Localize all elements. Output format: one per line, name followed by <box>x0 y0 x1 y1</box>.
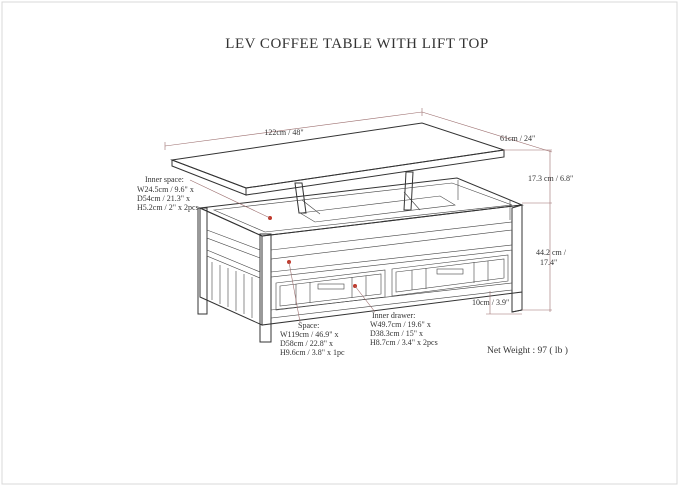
side-slats <box>211 262 253 318</box>
inner-space-heading: Inner space: <box>145 175 184 184</box>
inner-tray <box>299 195 456 223</box>
height-label-line2: 17.4" <box>540 258 557 267</box>
front-apron <box>270 221 513 260</box>
depth-label: 61cm / 24" <box>500 134 535 143</box>
inner-drawer-line: D38.3cm / 15" x <box>370 329 423 338</box>
drawer-right <box>391 254 509 297</box>
space-line: D58cm / 22.8" x <box>280 339 333 348</box>
inner-space-line: H5.2cm / 2" x 2pcs <box>137 203 199 212</box>
height-label-line1: 44.2 cm / <box>536 248 567 257</box>
net-weight: Net Weight : 97 ( lb ) <box>487 345 568 356</box>
side-shelf-edge <box>206 249 261 279</box>
space-line: H9.6cm / 3.8" x 1pc <box>280 348 345 357</box>
space-spec: Space: W119cm / 46.9" x D58cm / 22.8" x … <box>280 321 345 357</box>
lift-arm-left-brace <box>301 199 321 215</box>
clearance-label: 10cm / 3.9" <box>472 298 509 307</box>
inner-space-line: W24.5cm / 9.6" x <box>137 185 194 194</box>
inner-drawer-heading: Inner drawer: <box>372 311 415 320</box>
leg-front-right <box>511 204 523 313</box>
body-top-frame <box>198 177 524 237</box>
lift-height-label: 17.3 cm / 6.8" <box>528 174 573 183</box>
space-line: W119cm / 46.9" x <box>280 330 339 339</box>
leg-back-left <box>197 207 208 315</box>
coffee-table-illustration <box>170 122 524 343</box>
shelf-lip <box>270 244 513 278</box>
lift-arm-right <box>403 171 414 211</box>
bottom-rail <box>270 282 513 319</box>
lift-top-side-edge <box>245 149 505 196</box>
width-label: 122cm / 48" <box>264 128 303 137</box>
inner-drawer-line: W49.7cm / 19.6" x <box>370 320 431 329</box>
inner-space-line: D54cm / 21.3" x <box>137 194 190 203</box>
lift-arm-right-brace <box>403 191 421 211</box>
inner-space-spec: Inner space: W24.5cm / 9.6" x D54cm / 21… <box>137 175 199 212</box>
body-top-inner <box>212 182 513 233</box>
lift-arm-left <box>294 182 307 214</box>
space-heading: Space: <box>298 321 319 330</box>
side-rail <box>206 229 261 259</box>
inner-drawer-line: H8.7cm / 3.4" x 2pcs <box>370 338 438 347</box>
dimension-lines <box>164 108 553 323</box>
body-left-side <box>199 207 263 326</box>
page-title: LEV COFFEE TABLE WITH LIFT TOP <box>225 36 488 52</box>
inner-drawer-spec: Inner drawer: W49.7cm / 19.6" x D38.3cm … <box>370 311 438 347</box>
